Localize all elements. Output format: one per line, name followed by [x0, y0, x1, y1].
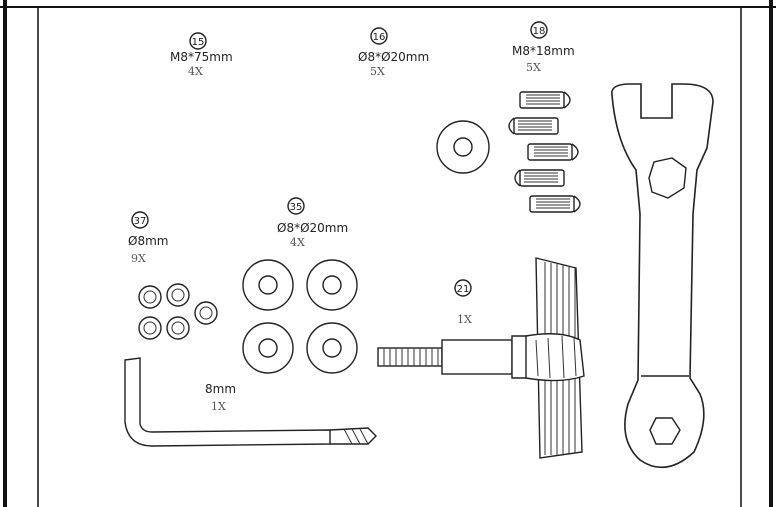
part-37-qty: 9X — [131, 252, 146, 265]
part-18-spec: M8*18mm — [512, 44, 575, 58]
hex-key-qty: 1X — [211, 400, 226, 413]
label-part-18: 18 M8*18mm 5X — [512, 21, 575, 74]
part-21-number: 21 — [457, 284, 470, 295]
part-18-qty: 5X — [526, 61, 541, 74]
washer-16-drawing — [436, 120, 490, 174]
part-18-number: 18 — [533, 26, 546, 37]
label-part-16: 16 Ø8*Ø20mm 5X — [358, 27, 429, 78]
label-part-21: 21 1X — [454, 279, 472, 326]
label-part-37: 37 Ø8mm 9X — [128, 211, 168, 265]
part-21-qty: 1X — [457, 313, 472, 326]
part-37-spec: Ø8mm — [128, 234, 168, 248]
part-15-number: 15 — [192, 37, 205, 48]
part-35-spec: Ø8*Ø20mm — [277, 221, 348, 235]
spring-washers-37-drawing — [138, 283, 218, 340]
part-15-qty: 4X — [188, 65, 203, 78]
washers-35-drawing — [242, 259, 358, 374]
bolts-18-drawing — [508, 91, 581, 213]
part-37-number: 37 — [134, 216, 147, 227]
part-16-qty: 5X — [370, 65, 385, 78]
label-part-35: 35 Ø8*Ø20mm 4X — [277, 197, 348, 249]
part-35-number: 35 — [290, 202, 303, 213]
part-35-qty: 4X — [290, 236, 305, 249]
part-16-number: 16 — [373, 32, 386, 43]
label-hex-key: 8mm 1X — [205, 382, 236, 413]
knob-screw-21-drawing — [377, 257, 585, 459]
part-16-spec: Ø8*Ø20mm — [358, 50, 429, 64]
hex-key-drawing — [124, 357, 377, 447]
part-15-spec: M8*75mm — [170, 50, 233, 64]
wrench-drawing — [611, 83, 714, 469]
label-part-15: 15 M8*75mm 4X — [170, 32, 233, 78]
hex-key-spec: 8mm — [205, 382, 236, 396]
